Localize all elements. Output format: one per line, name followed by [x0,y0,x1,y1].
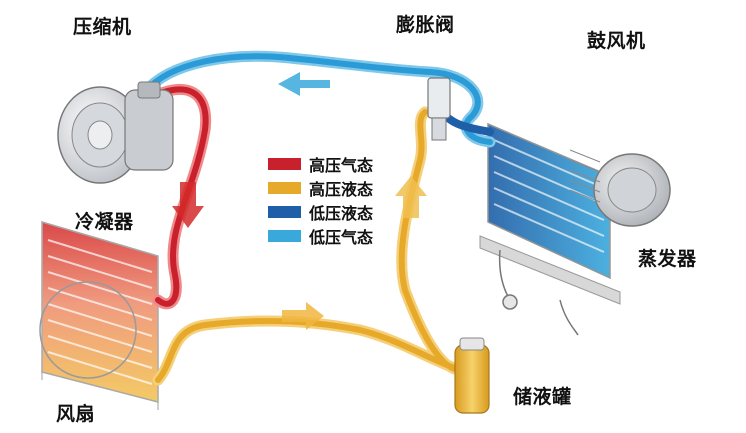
flow-arrow-down [172,182,204,228]
legend-text: 高压液态 [309,180,374,199]
legend-text: 低压气态 [309,228,374,247]
flow-arrow-up [395,176,427,218]
legend-item: 低压液态 [268,200,373,224]
legend-swatch [268,158,301,170]
blower-unit [569,149,671,227]
label-evaporator: 蒸发器 [638,248,697,270]
label-fan: 风扇 [56,403,96,425]
label-expansion-valve: 膨胀阀 [396,14,455,36]
flow-arrow-left [278,72,330,96]
receiver-drier [454,337,490,414]
legend-text: 高压气态 [309,156,374,175]
label-condenser: 冷凝器 [75,211,134,233]
compressor-unit [57,81,174,184]
label-compressor: 压缩机 [73,16,132,38]
legend-item: 低压气态 [268,224,373,248]
legend: 高压气态 高压液态 低压液态 低压气态 [268,152,373,248]
legend-item: 高压气态 [268,152,373,176]
label-receiver-drier: 储液罐 [513,386,572,408]
legend-item: 高压液态 [268,176,373,200]
legend-swatch [268,230,301,242]
expansion-valve [427,77,451,141]
legend-swatch [268,206,301,218]
fan-housing [39,281,137,379]
flow-arrows [172,72,427,330]
legend-swatch [268,182,301,194]
condenser-unit [39,220,159,410]
evaporator-unit [479,122,671,336]
label-blower: 鼓风机 [587,30,646,52]
legend-text: 低压液态 [309,204,374,223]
flow-arrow-right [282,302,324,330]
